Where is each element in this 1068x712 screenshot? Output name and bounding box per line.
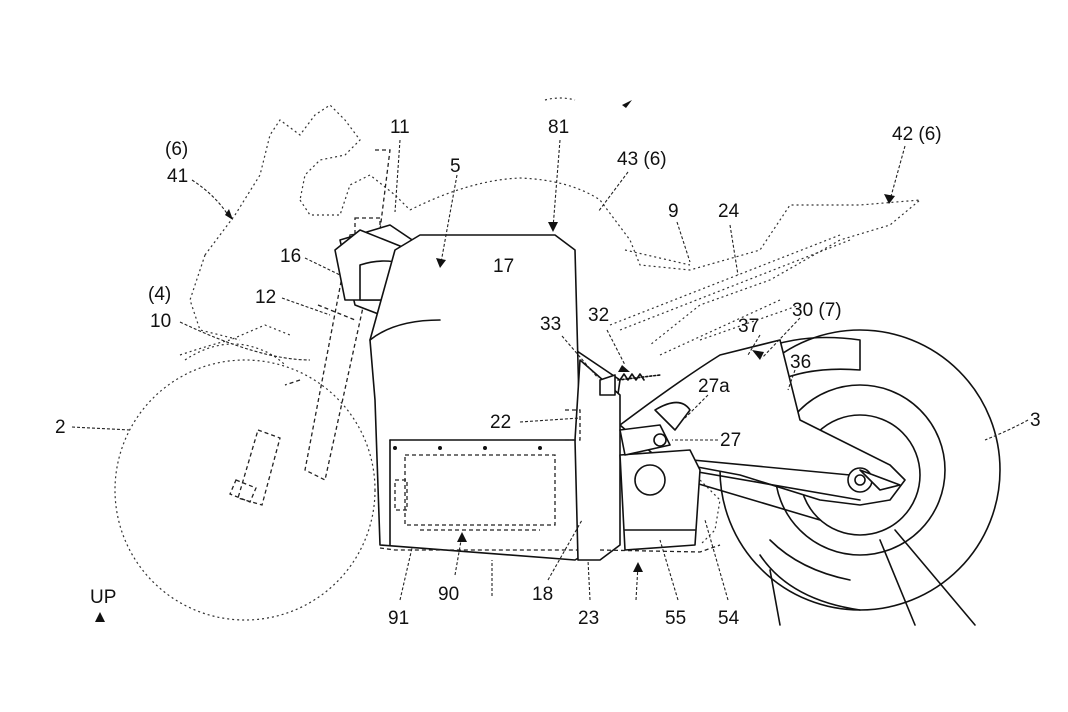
label-up: UP: [90, 587, 116, 608]
front-wheel: [114, 343, 376, 621]
label-33: 33: [540, 314, 561, 335]
motor: [599, 449, 721, 553]
label-22: 22: [490, 412, 511, 433]
spring-mark: [619, 373, 645, 381]
label-91: 91: [388, 608, 409, 629]
label-18: 18: [532, 584, 553, 605]
label-41: 41: [167, 166, 188, 187]
label-37: 37: [738, 316, 759, 337]
pivot-plate: [565, 359, 621, 561]
label-24: 24: [718, 201, 740, 222]
label-23: 23: [578, 608, 599, 629]
label-11: 11: [390, 117, 410, 138]
label-27: 27: [720, 430, 741, 451]
label-5: 5: [450, 156, 461, 177]
label-90: 90: [438, 584, 459, 605]
rear-shock-link: [599, 374, 691, 456]
label-10: 10: [150, 311, 171, 332]
label-4: (4): [148, 284, 171, 305]
label-27a: 27a: [698, 376, 730, 397]
label-12: 12: [255, 287, 276, 308]
front-fairing: [179, 104, 411, 356]
label-36: 36: [790, 352, 811, 373]
label-55: 55: [665, 608, 686, 629]
label-43: 43 (6): [617, 149, 667, 170]
label-17: 17: [493, 256, 514, 277]
label-81: 81: [548, 117, 569, 138]
label-6-front: (6): [165, 139, 188, 160]
label-2: 2: [55, 417, 66, 438]
label-3: 3: [1030, 410, 1041, 431]
label-54: 54: [718, 608, 740, 629]
arrowheads: [95, 194, 895, 622]
battery-case: [369, 234, 601, 561]
label-42: 42 (6): [892, 124, 942, 145]
reference-labels: 2 3 (4) 10 (6) 41 11 12 16 5 17 81 43 (6…: [55, 117, 1041, 629]
front-fork: [229, 149, 391, 506]
leader-lines: [71, 139, 1029, 601]
seat-tail-cowl: [409, 97, 922, 356]
label-16: 16: [280, 246, 301, 267]
label-32: 32: [588, 305, 609, 326]
label-30: 30 (7): [792, 300, 842, 321]
label-9: 9: [668, 201, 679, 222]
